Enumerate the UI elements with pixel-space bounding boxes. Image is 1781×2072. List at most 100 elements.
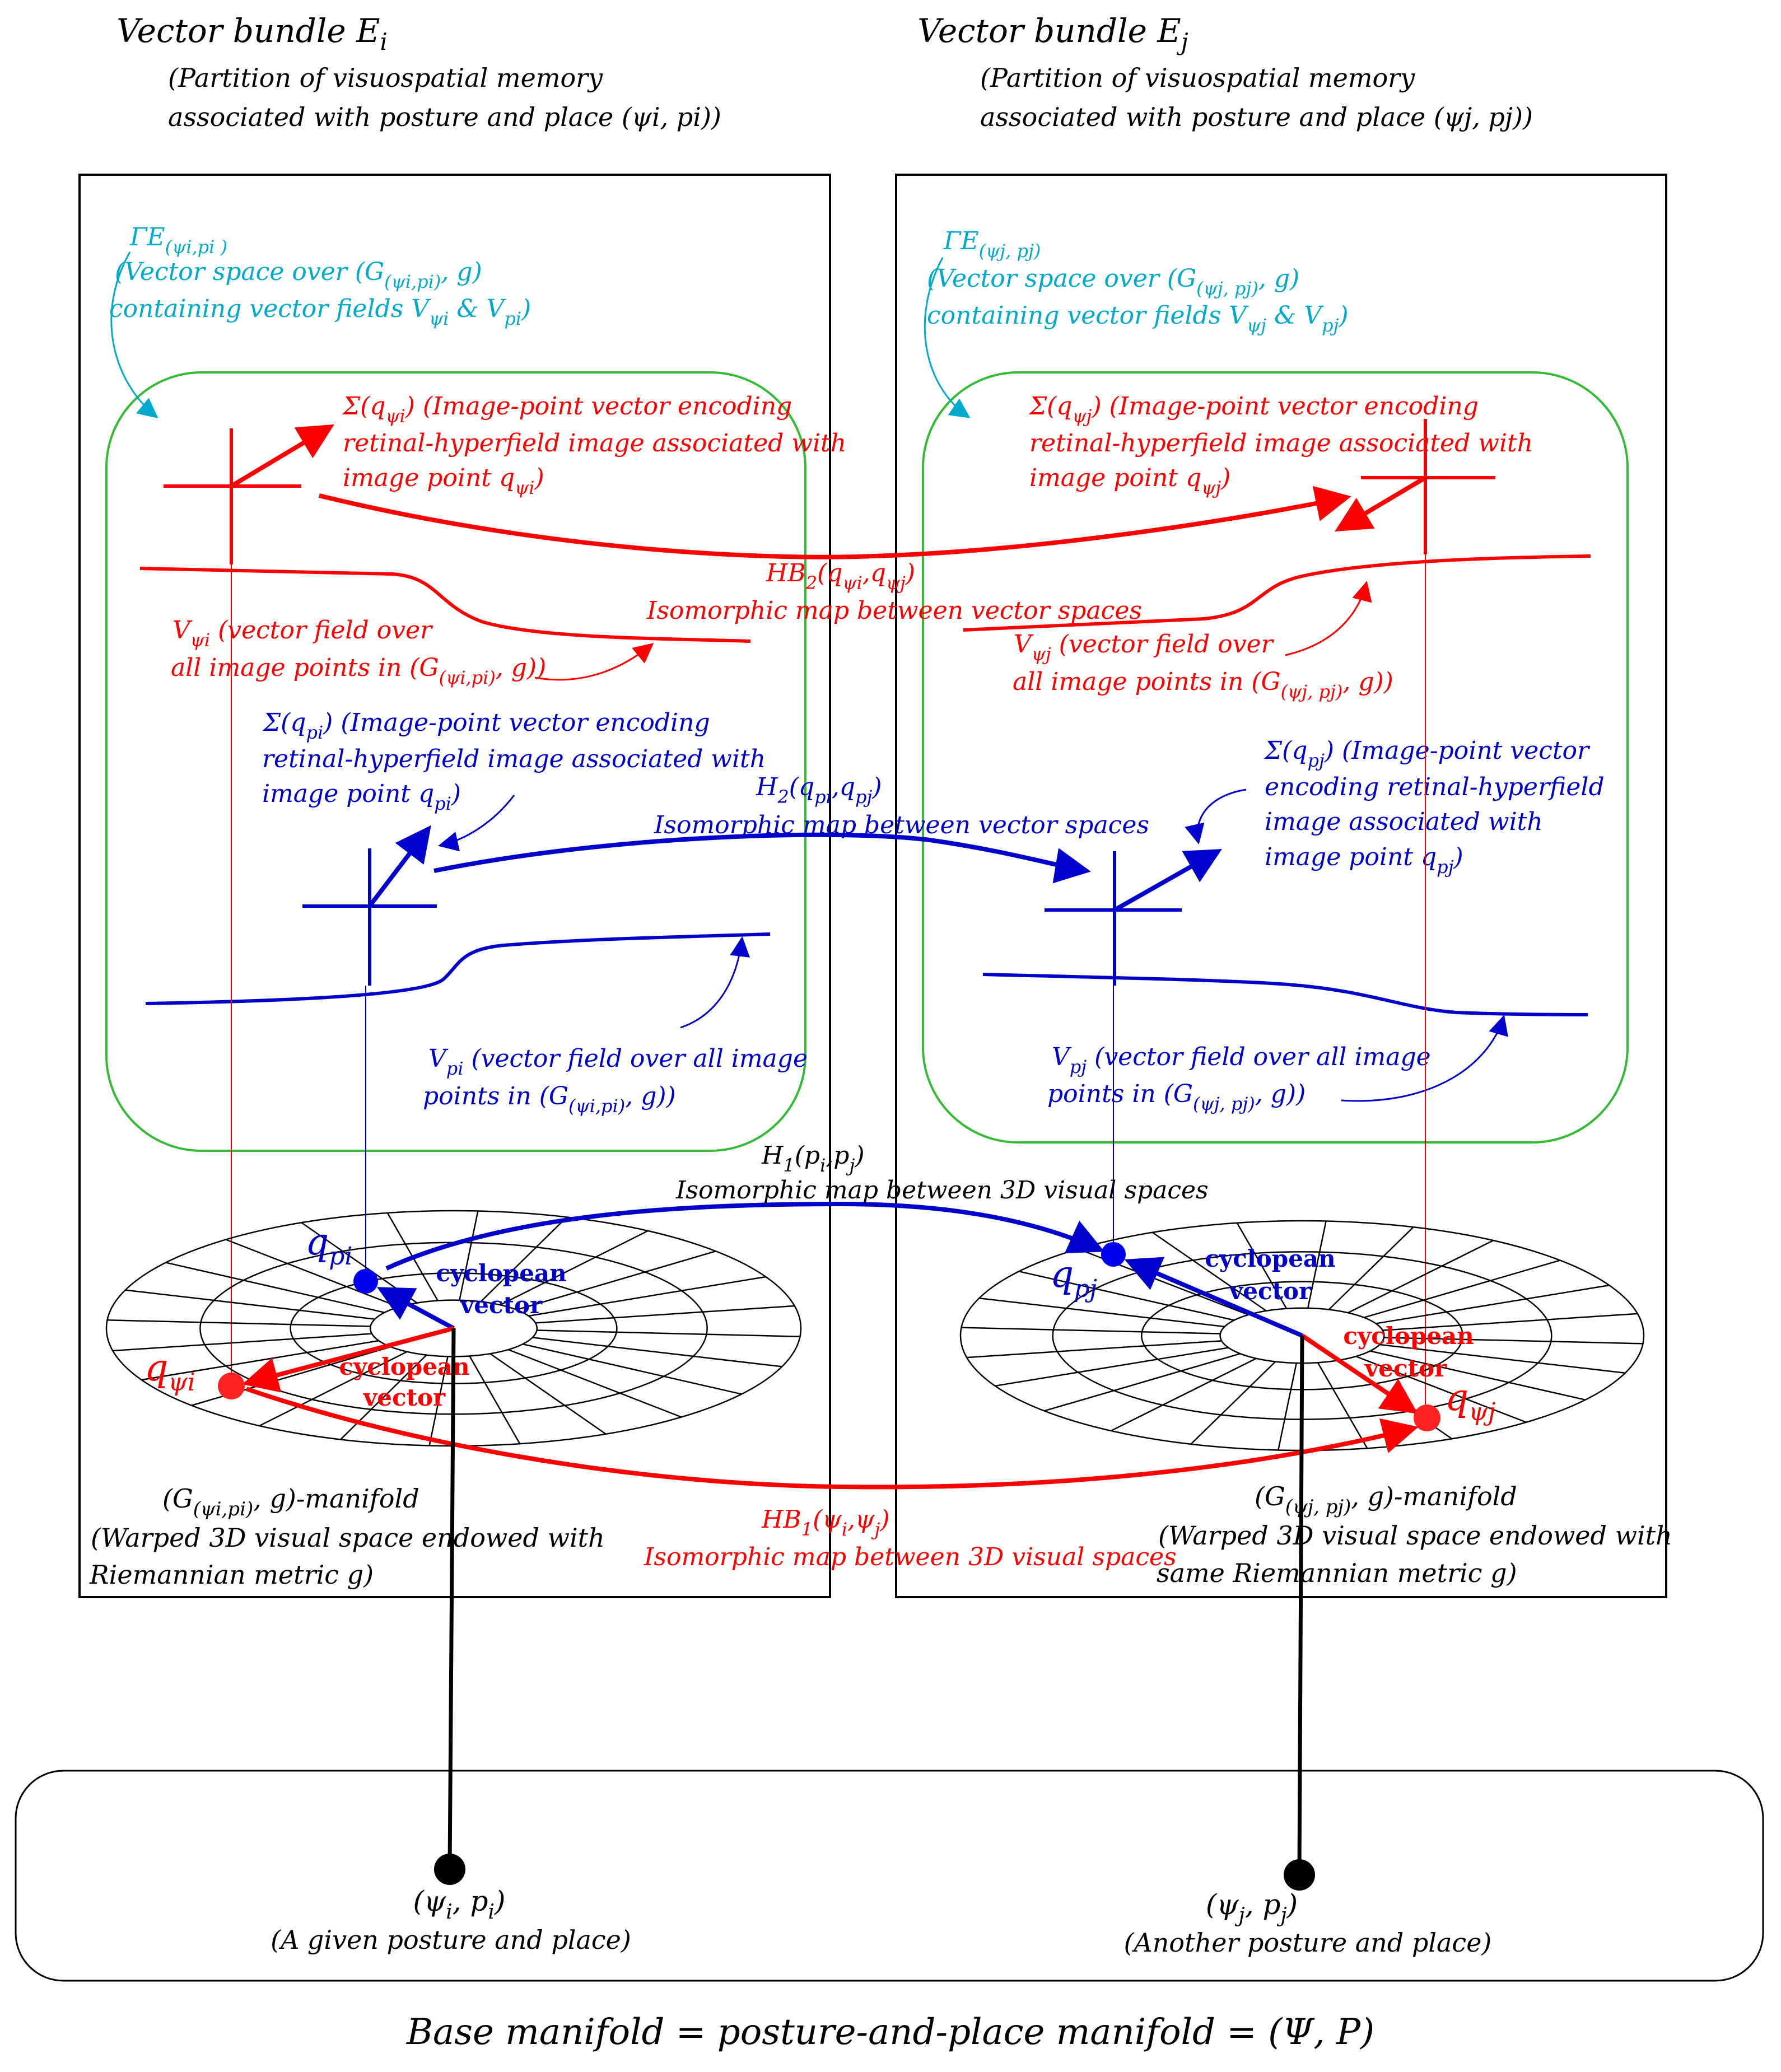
right-bundle-heading: Vector bundle Ej [917,12,1188,55]
left-grid-spoke [480,1216,567,1303]
right-blue-vector-field-curve [982,973,1588,1016]
right-bundle-caption-2: associated with posture and place (ψj, p… [980,102,1533,132]
left-blue-vfield-line1: Vpi (vector field over all image [428,1044,808,1079]
h1-map-arrow [385,1201,1105,1271]
right-blue-image-point-vector [1113,849,1222,912]
right-red-vfield-pointer [1285,581,1372,656]
left-red-cyclopean-vector [242,1326,455,1393]
left-red-image-point-vector [230,424,334,488]
right-grid-spoke [1328,1226,1414,1310]
left-red-sigma-line2: retinal-hyperfield image associated with [343,429,846,458]
right-grid-spoke [967,1340,1222,1359]
right-blue-point-label: qpj [1050,1253,1097,1303]
left-grid-spoke [125,1289,375,1320]
hb2-map-description: Isomorphic map between vector spaces [646,596,1142,625]
left-grid-spoke [532,1337,782,1368]
left-red-cyclopean-label-1: cyclopean [339,1353,469,1380]
right-bundle-caption-1: (Partition of visuospatial memory [980,63,1415,93]
left-blue-sigma-line3: image point qpi) [262,780,461,814]
left-red-sigma-line3: image point qψi) [343,464,544,498]
left-grid-spoke [113,1333,372,1352]
right-blue-cyclopean-label-1: cyclopean [1205,1245,1335,1272]
left-blue-cyclopean-label-2: vector [460,1291,543,1319]
right-manifold-caption-2: (Warped 3D visual space endowed with [1158,1520,1672,1551]
right-vector-space-line1: (Vector space over (G(ψj, pj), g) [927,264,1299,299]
right-grid-spoke [1190,1361,1276,1445]
right-red-vfield-line1: Vψj (vector field over [1014,630,1275,665]
right-blue-vfield-line1: Vpj (vector field over all image [1052,1043,1431,1077]
base-manifold-caption: Base manifold = posture-and-place manifo… [406,2012,1374,2053]
right-grid-spoke [979,1297,1225,1328]
left-manifold-caption-3: Riemannian metric g) [89,1560,374,1590]
right-blue-image-point [1101,1242,1126,1267]
right-grid-spoke [1151,1231,1267,1312]
right-blue-sigma-line4: image point qpj) [1265,843,1463,878]
left-grid-spoke [537,1329,800,1337]
right-gamma-label: ΓE(ψj, pj) [943,227,1041,262]
left-grid-spoke [489,1353,607,1435]
left-red-sigma-line1: Σ(qψi) (Image-point vector encoding [342,392,792,427]
right-grid-spoke [1384,1337,1643,1345]
left-grid-spoke [516,1250,716,1311]
left-bundle-caption-2: associated with posture and place (ψi, p… [168,102,721,132]
right-grid-spoke [1019,1271,1234,1321]
left-vector-space-region [105,371,806,1152]
right-grid-spoke [1236,1222,1288,1309]
right-red-cyclopean-label-1: cyclopean [1343,1322,1474,1350]
right-grid-spoke [1317,1362,1368,1449]
hb2-map-label: HB2(qψi,qψj) [766,559,915,594]
h2-map-description: Isomorphic map between vector spaces [654,811,1149,839]
left-grid-spoke [259,1351,408,1427]
left-grid-spoke [535,1305,795,1324]
right-grid-spoke [1382,1313,1638,1331]
right-grid-spoke [1364,1259,1560,1318]
right-blue-vfield-pointer [1341,1015,1508,1102]
left-base-point-label: (ψi, pi) [413,1885,505,1924]
left-bundle-heading: Vector bundle Ei [116,12,388,55]
left-red-vfield-line2: all image points in (G(ψi,pi), g)) [171,654,546,688]
right-grid-spoke [1376,1284,1610,1324]
left-blue-point-label: qpi [305,1220,353,1271]
base-manifold-region [15,1770,1764,1982]
right-grid-spoke [995,1347,1229,1387]
right-blue-sigma-line1: Σ(qpj) (Image-point vector [1264,736,1591,771]
left-blue-sigma-pointer [438,795,515,852]
left-blue-cyclopean-vector [376,1287,455,1331]
right-blue-cyclopean-vector [1124,1257,1303,1338]
right-red-image-point [1414,1404,1440,1431]
left-grid-spoke [508,1348,682,1418]
left-red-point-label: qψi [144,1346,195,1397]
right-base-point [1284,1859,1315,1891]
right-red-cyclopean-label-2: vector [1364,1355,1447,1382]
h2-map-arrow [433,832,1091,884]
left-blue-sigma-line1: Σ(qpi) (Image-point vector encoding [262,708,710,743]
left-grid-spoke [459,1211,479,1300]
left-blue-image-point [353,1269,378,1294]
hb1-map-arrow [245,1387,1419,1490]
left-grid-spoke [523,1343,742,1395]
left-manifold-caption-2: (Warped 3D visual space endowed with [91,1523,605,1553]
right-base-point-description: (Another posture and place) [1124,1928,1492,1958]
h1-map-label: H1(pi,pj) [761,1141,865,1176]
right-grid-spoke [1348,1239,1494,1314]
right-blue-sigma-pointer [1185,788,1247,844]
right-red-sigma-line2: retinal-hyperfield image associated with [1029,429,1533,458]
left-grid-spoke [165,1262,385,1314]
right-manifold-caption-1: (G(ψj, pj), g)-manifold [1255,1481,1517,1518]
right-manifold-caption-3: same Riemannian metric g) [1157,1558,1517,1588]
left-blue-vector-field-curve [145,932,771,1005]
left-grid-spoke [469,1355,521,1444]
left-bundle-box [78,174,831,1598]
left-grid-spoke [225,1239,399,1308]
left-grid-spoke [500,1230,649,1306]
left-grid-spoke [428,1356,449,1446]
right-red-vector-field-curve [963,554,1591,632]
right-blue-sigma-line2: encoding retinal-hyperfield [1265,773,1605,801]
hb1-map-label: HB1(ψi,ψj) [761,1505,890,1540]
h2-map-label: H2(qpi,qpj) [756,773,882,808]
right-red-sigma-line1: Σ(qψj) (Image-point vector encoding [1028,392,1479,427]
right-grid-spoke [1307,1221,1327,1309]
left-grid-spoke [107,1319,371,1327]
left-vector-space-line2: containing vector fields Vψi & Vpi) [109,295,531,329]
